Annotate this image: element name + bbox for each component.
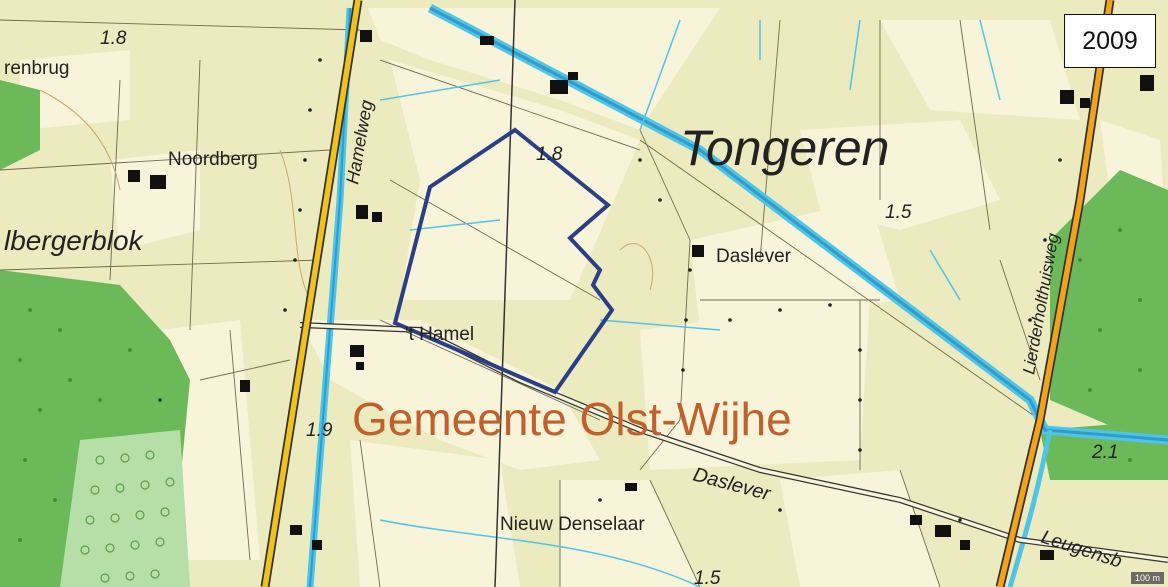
scale-bar: 100 m [1130, 572, 1164, 584]
elevation-far-right: 2.1 [1091, 442, 1118, 463]
forest-dots [18, 228, 1142, 542]
study-area-outline[interactable] [392, 127, 615, 395]
label-nieuw-denselaar: Nieuw Denselaar [500, 514, 645, 535]
elevation-right: 1.5 [885, 202, 912, 223]
elevation-center-top: 1.8 [536, 144, 563, 165]
elevation-bottom: 1.5 [694, 568, 721, 587]
label-noordberg: Noordberg [168, 149, 258, 170]
year-label-box: 2009 [1064, 14, 1156, 68]
label-albergerblok: lbergerblok [4, 225, 145, 256]
section-line [494, 0, 516, 587]
label-renbrug: renbrug [4, 58, 70, 79]
nursery-area [60, 430, 190, 587]
elevation-top-left: 1.8 [100, 28, 127, 49]
label-daslever-place: Daslever [716, 246, 792, 267]
contour-lines [39, 89, 654, 301]
scale-label: 100 m [1134, 573, 1160, 583]
hedge-dots [158, 58, 1062, 522]
nursery-circles [80, 450, 175, 583]
label-gemeente: Gemeente Olst-Wijhe [352, 393, 792, 445]
main-roads [260, 0, 1115, 587]
minor-road [299, 322, 1168, 563]
year-label: 2009 [1082, 26, 1138, 55]
label-tongeren: Tongeren [680, 120, 889, 176]
buildings [128, 30, 1154, 560]
label-t-hamel: 't Hamel [405, 324, 474, 345]
elevation-left-bottom: 1.9 [306, 420, 333, 441]
